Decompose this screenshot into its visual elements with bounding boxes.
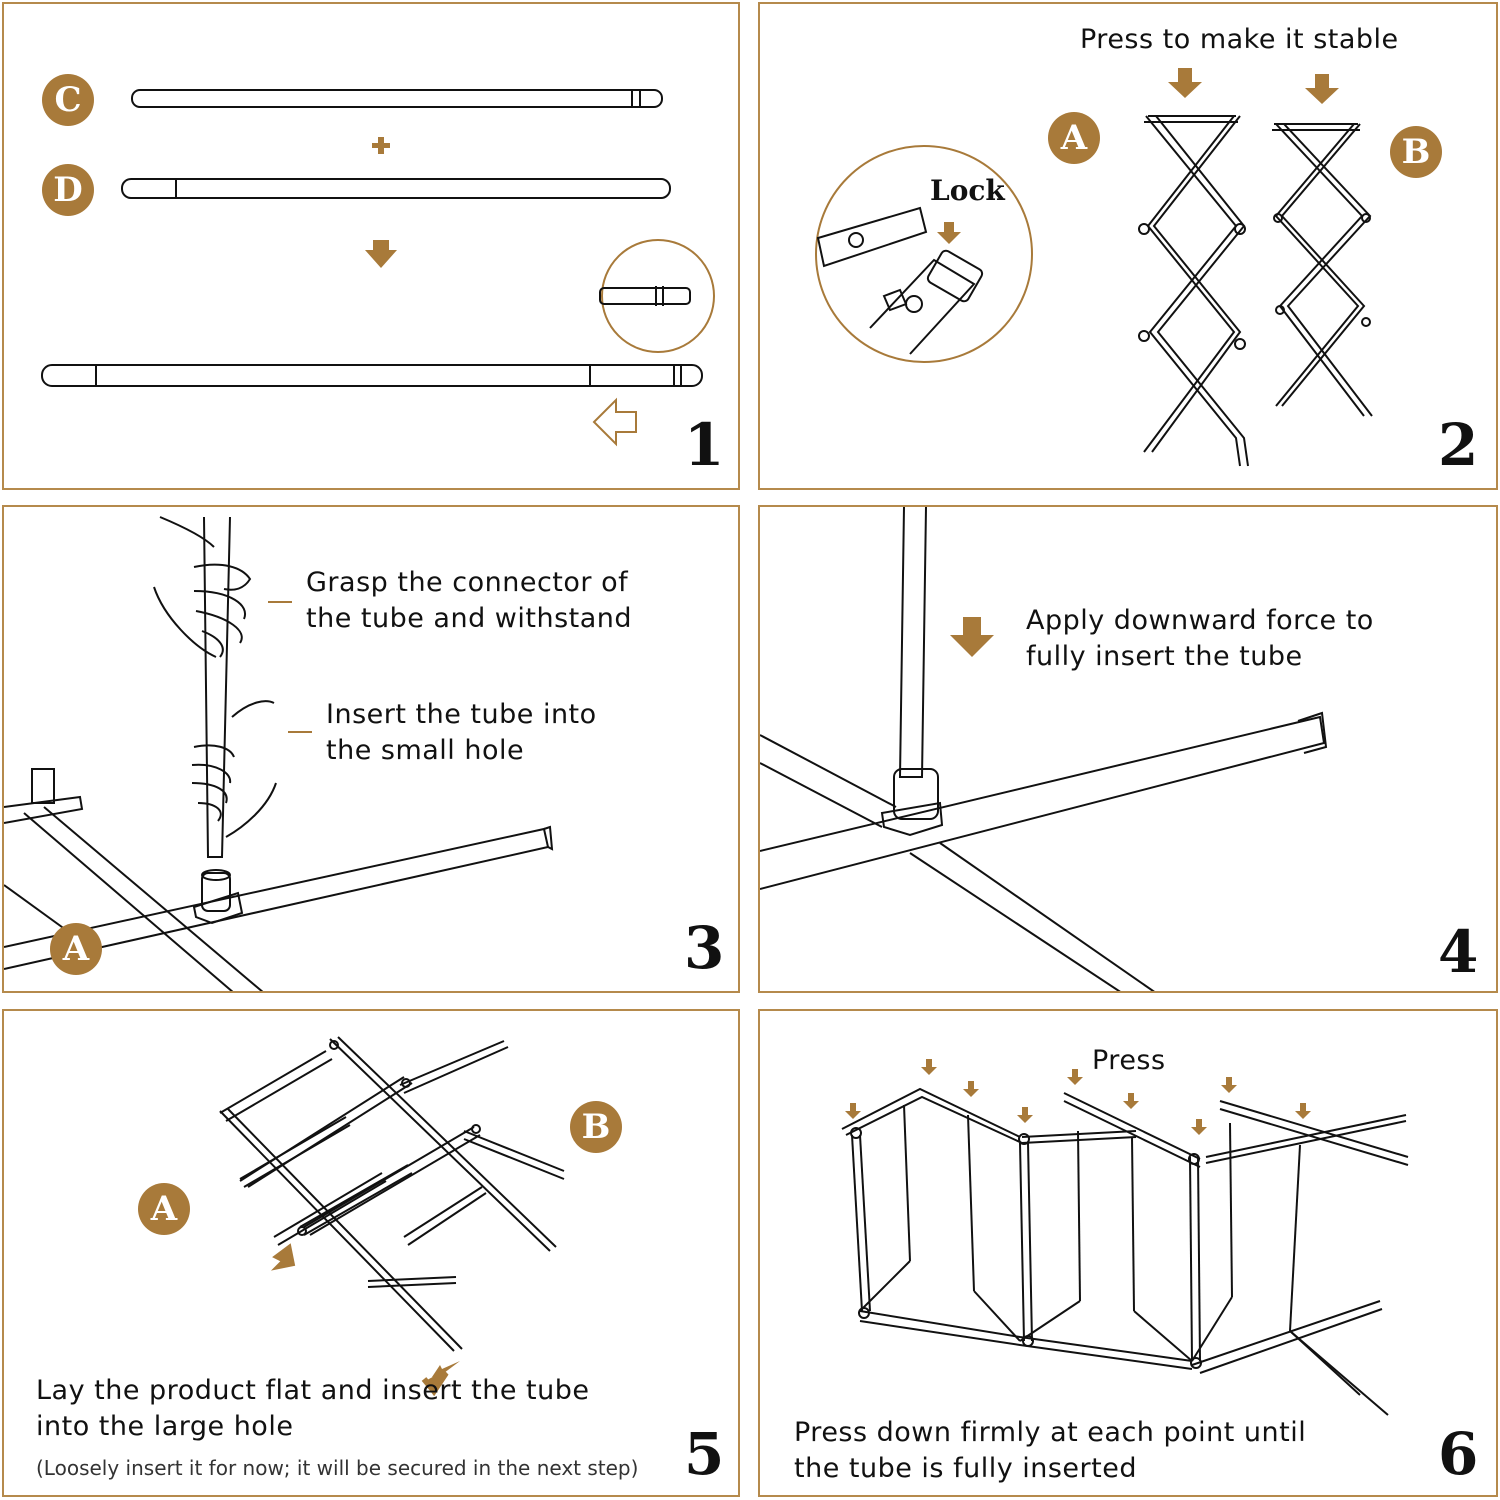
step-number: 6 — [1438, 1420, 1479, 1488]
step-3-panel: Grasp the connector of the tube and with… — [2, 505, 740, 993]
press-firmly-line1: Press down firmly at each point until — [794, 1417, 1307, 1448]
step-number: 4 — [1438, 918, 1479, 986]
badge-d: D — [42, 164, 94, 216]
press-firmly-line2: the tube is fully inserted — [794, 1453, 1137, 1484]
step-1-illustration — [41, 89, 715, 447]
lock-detail-circle — [815, 145, 1033, 363]
lock-arrow — [937, 222, 961, 244]
badge-c: C — [42, 74, 94, 126]
step-4-panel: Apply downward force to fully insert the… — [758, 505, 1498, 993]
step-number: 2 — [1438, 411, 1479, 479]
step-6-panel: Press Press down firmly at each point un… — [758, 1009, 1498, 1497]
step-5-panel: A B Lay the product flat and insert the … — [2, 1009, 740, 1497]
lay-flat-note: (Loosely insert it for now; it will be s… — [36, 1456, 639, 1480]
plus-icon — [372, 137, 390, 154]
lock-detail — [816, 206, 984, 355]
apply-force-line2: fully insert the tube — [1026, 641, 1303, 672]
badge-b: B — [1390, 126, 1442, 178]
lay-flat-line1: Lay the product flat and insert the tube — [36, 1375, 590, 1406]
scissor-rack-a — [1138, 115, 1249, 467]
insert-arrow-lower — [270, 1243, 296, 1271]
down-arrow-icon — [365, 240, 397, 268]
grasp-text-line2: the tube and withstand — [306, 603, 633, 634]
step-number: 1 — [684, 411, 725, 479]
connector — [893, 768, 939, 820]
press-stable-caption: Press to make it stable — [1080, 24, 1399, 55]
step-1-panel: C D 1 — [2, 2, 740, 490]
badge-b: B — [570, 1101, 622, 1153]
tube-d — [121, 178, 671, 199]
base-beam — [760, 715, 1326, 890]
press-arrow-b — [1305, 74, 1339, 104]
press-arrow-a — [1168, 68, 1202, 98]
badge-a: A — [50, 923, 102, 975]
badge-a: A — [1048, 112, 1100, 164]
press-arrows — [845, 1059, 1311, 1135]
inserted-tube — [898, 507, 927, 778]
badge-a: A — [138, 1183, 190, 1235]
detail-magnifier — [601, 239, 715, 353]
step-number: 5 — [684, 1420, 725, 1488]
step-2-panel: Press to make it stable A B Lock 2 — [758, 2, 1498, 490]
callout-line-insert — [288, 731, 312, 733]
tube-c — [131, 89, 663, 108]
step-4-illustration — [760, 507, 1328, 991]
insert-arrow-upper — [432, 1361, 460, 1377]
insert-direction-arrow — [592, 397, 637, 447]
hand-bottom — [191, 700, 277, 838]
scissor-rack-b — [1272, 123, 1373, 417]
base-beam — [4, 827, 550, 970]
lock-label: Lock — [930, 174, 1005, 207]
assembled-rack — [841, 1087, 1409, 1416]
step-3-illustration — [4, 516, 554, 991]
step-number: 3 — [684, 914, 725, 982]
hand-top — [153, 516, 252, 658]
insert-text-line2: the small hole — [326, 735, 525, 766]
down-force-arrow — [950, 617, 994, 657]
step-5-illustration — [219, 1036, 565, 1397]
rack-flat — [219, 1036, 565, 1352]
step-2-illustration — [815, 68, 1373, 467]
step-6-illustration — [841, 1059, 1409, 1416]
insert-arrow-upper-2 — [421, 1370, 449, 1397]
press-label: Press — [1092, 1045, 1166, 1076]
lay-flat-line2: into the large hole — [36, 1411, 294, 1442]
grasp-text-line1: Grasp the connector of — [306, 567, 629, 598]
tube-assembled — [41, 364, 703, 387]
insert-text-line1: Insert the tube into — [326, 699, 597, 730]
apply-force-line1: Apply downward force to — [1026, 605, 1374, 636]
inserting-tube — [203, 516, 231, 858]
callout-line-grasp — [268, 601, 292, 603]
